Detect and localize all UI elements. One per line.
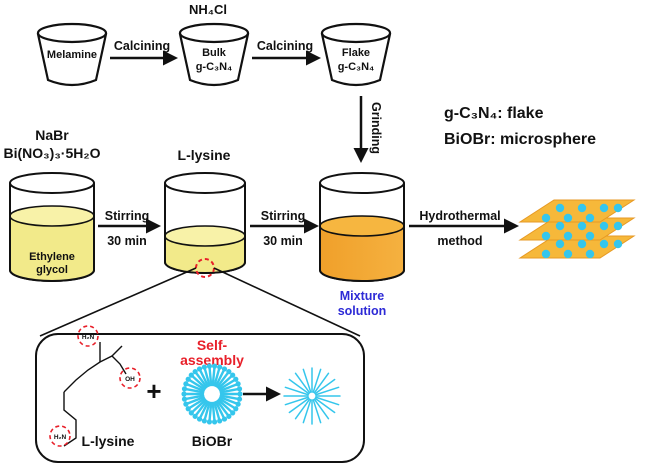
- flake-label-2: g-C₃N₄: [338, 61, 375, 73]
- l-lysine-structure: [63, 342, 127, 447]
- biobr-microsphere-star: [283, 367, 341, 425]
- self-assembly-label-2: assembly: [180, 352, 244, 368]
- ethylene-label-2: glycol: [36, 264, 68, 276]
- oh-label: OH: [125, 376, 135, 383]
- nh2-highlight-top: [77, 325, 99, 347]
- stirring-1-time: 30 min: [107, 234, 147, 248]
- beaker-mixture: [319, 172, 405, 282]
- biobr-microsphere-assembled: [181, 363, 243, 425]
- biobr-label: BiOBr: [192, 433, 233, 449]
- h2n-top-label: H₂N: [82, 334, 95, 341]
- l-lysine-top-label: L-lysine: [178, 147, 231, 163]
- crucible-bulk: [178, 22, 250, 87]
- stirring-2-time: 30 min: [263, 234, 303, 248]
- bulk-label-1: Bulk: [202, 47, 227, 59]
- zoom-line-left: [39, 267, 197, 337]
- bulk-label-2: g-C₃N₄: [196, 61, 233, 73]
- flake-label-1: Flake: [342, 47, 370, 59]
- plus-sign: +: [146, 376, 161, 406]
- inset-l-lysine-label: L-lysine: [82, 433, 135, 449]
- hydrothermal-label-1: Hydrothermal: [419, 209, 500, 223]
- melamine-label: Melamine: [47, 49, 97, 61]
- nabr-label: NaBr: [35, 127, 69, 143]
- mixture-label-1: Mixture: [340, 289, 385, 303]
- hydrothermal-label-2: method: [437, 234, 482, 248]
- nh4cl-label: NH₄Cl: [189, 2, 227, 17]
- grinding-label: Grinding: [369, 102, 383, 154]
- mixture-label-2: solution: [338, 304, 387, 318]
- calcining-1-label: Calcining: [114, 39, 170, 53]
- microspheres: [541, 203, 623, 259]
- legend-line-2: BiOBr: microsphere: [444, 131, 596, 148]
- legend-line-1: g-C₃N₄: flake: [444, 105, 544, 122]
- crucible-flake: [320, 22, 392, 87]
- ethylene-label-1: Ethylene: [29, 251, 75, 263]
- calcining-2-label: Calcining: [257, 39, 313, 53]
- stirring-1-label: Stirring: [105, 209, 149, 223]
- nh2-highlight-bottom: [49, 425, 71, 447]
- oh-highlight: [119, 367, 141, 389]
- crucible-melamine: [36, 22, 108, 87]
- bino3-label: Bi(NO₃)₃·5H₂O: [4, 145, 101, 161]
- self-assembly-label-1: Self-: [197, 337, 228, 353]
- zoom-line-right: [213, 267, 361, 337]
- beaker-l-lysine: [164, 172, 246, 278]
- stirring-2-label: Stirring: [261, 209, 305, 223]
- h2n-bottom-label: H₂N: [54, 434, 67, 441]
- beaker-ethylene-glycol: [9, 172, 95, 282]
- product-flakes: [518, 199, 636, 259]
